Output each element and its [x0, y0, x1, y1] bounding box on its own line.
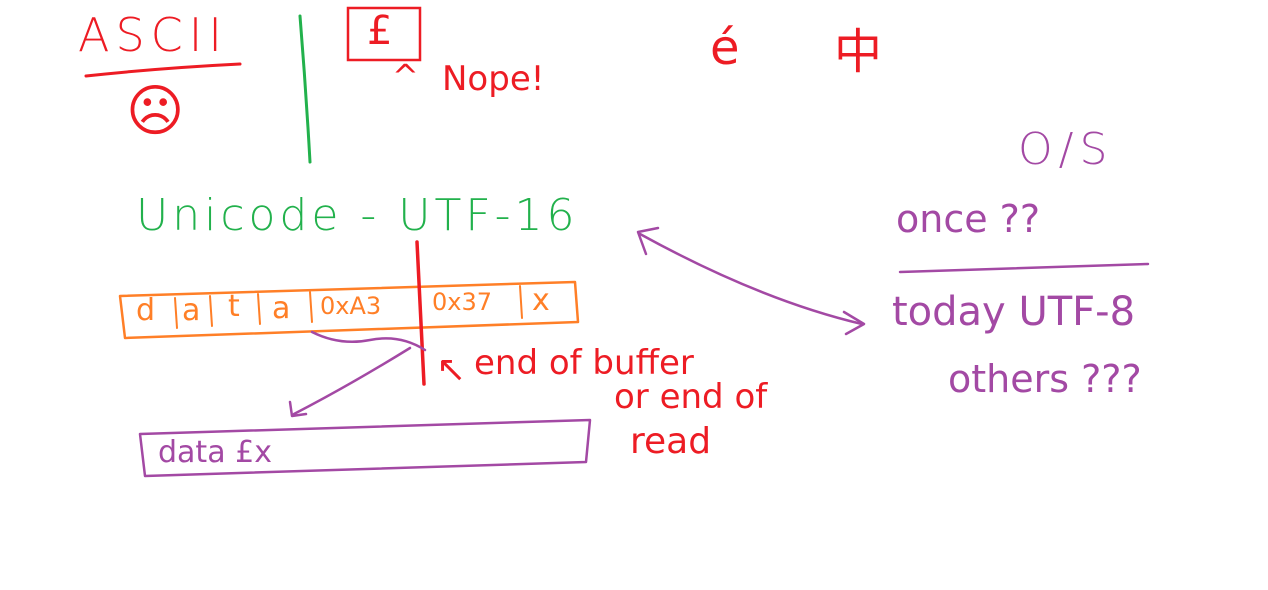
decode-arrowhead	[288, 400, 308, 418]
end-of-buffer-line	[415, 240, 426, 386]
ascii-title: ASCII	[78, 8, 228, 62]
buffer-cell-3: a	[272, 291, 291, 326]
vertical-divider	[298, 14, 312, 164]
end-note-line-3: read	[630, 421, 712, 462]
e-acute-example: é	[710, 20, 740, 76]
unicode-title: Unicode - UTF-16	[136, 190, 579, 241]
result-text: data £x	[158, 435, 272, 470]
byte-group-brace	[310, 330, 427, 352]
os-title: O/S	[1018, 124, 1114, 175]
cjk-example: 中	[834, 24, 883, 80]
os-divider	[898, 262, 1150, 274]
os-today: today UTF-8	[892, 289, 1136, 335]
buffer-cell-0: d	[136, 293, 156, 328]
ascii-underline	[84, 62, 242, 78]
double-arrow	[638, 232, 864, 326]
buffer-cell-5: 0x37	[432, 288, 493, 316]
buffer-cell-6: x	[532, 283, 550, 318]
buffer-cell-4: 0xA3	[320, 292, 382, 320]
pound-box	[346, 6, 422, 62]
double-arrow-head-right	[842, 310, 866, 336]
pound-symbol: £	[367, 8, 393, 54]
buffer-outline	[118, 280, 580, 340]
end-note-arrow-icon: ↖	[436, 349, 467, 390]
decode-arrow	[292, 346, 412, 416]
sad-face-icon: ☹	[126, 79, 185, 144]
double-arrow-head-left	[636, 226, 660, 256]
buffer-cell-dividers	[174, 285, 523, 329]
os-others: others ???	[948, 357, 1142, 401]
end-note-line-2: or end of	[614, 377, 768, 417]
buffer-cell-1: a	[182, 293, 201, 328]
caret-icon: ^	[392, 57, 419, 95]
result-box	[138, 418, 592, 478]
nope-note: Nope!	[442, 59, 545, 99]
buffer-cell-2: t	[228, 289, 240, 324]
os-once: once ??	[896, 197, 1041, 241]
end-note-line-1: end of buffer	[474, 343, 694, 383]
